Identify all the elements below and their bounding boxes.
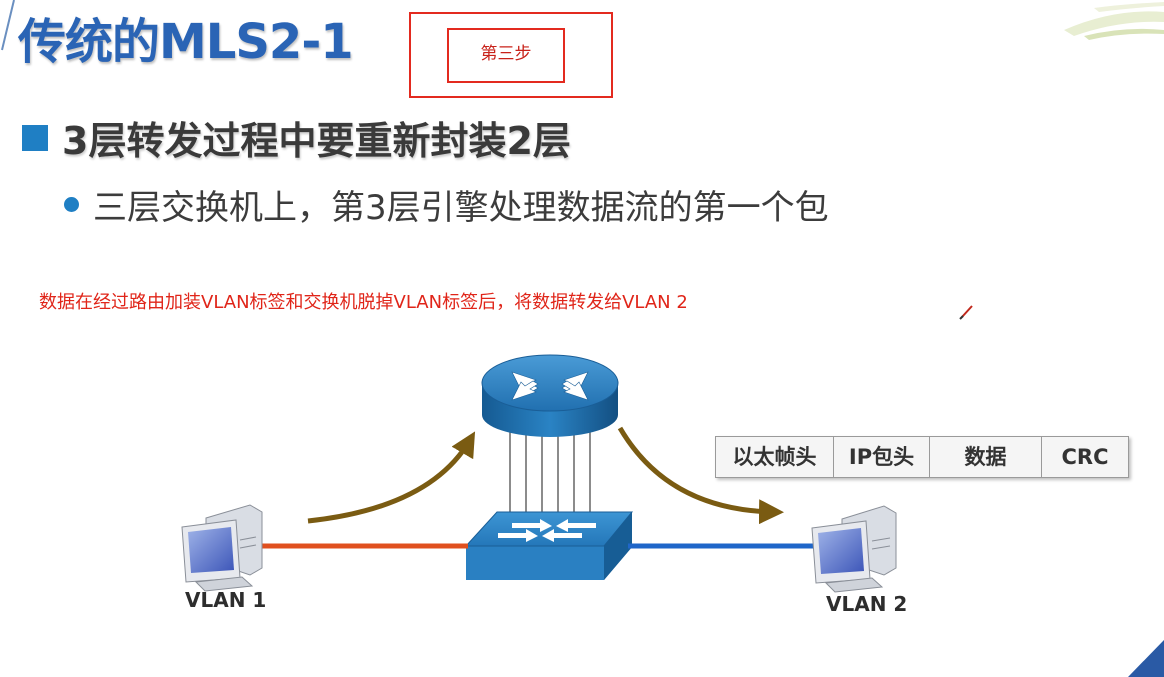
trunk-links <box>509 425 591 524</box>
bullet-main: 3层转发过程中要重新封装2层 <box>22 110 571 165</box>
pc-left-icon <box>181 504 263 592</box>
vlan2-label: VLAN 2 <box>826 592 908 616</box>
switch-icon <box>464 511 634 580</box>
pen-cursor-icon <box>959 305 973 320</box>
frame-structure: 以太帧头 IP包头 数据 CRC <box>715 436 1129 478</box>
step-label: 第三步 <box>447 28 565 83</box>
annotation-text: 数据在经过路由加装VLAN标签和交换机脱掉VLAN标签后，将数据转发给VLAN … <box>39 292 688 313</box>
frame-cell-data: 数据 <box>930 437 1042 477</box>
router-icon <box>481 354 619 437</box>
pc-right-icon <box>811 505 897 593</box>
step-highlight-box <box>409 12 613 98</box>
round-bullet-icon <box>64 197 79 212</box>
bottom-right-corner-decoration <box>1128 640 1164 677</box>
corner-slash-decoration <box>1 0 15 51</box>
square-bullet-icon <box>22 124 48 151</box>
downward-flow-arrow <box>617 426 784 525</box>
frame-cell-ip-header: IP包头 <box>834 437 930 477</box>
top-right-swoosh-decoration <box>1064 2 1164 40</box>
frame-cell-crc: CRC <box>1061 445 1109 469</box>
frame-cell-ethernet-header: 以太帧头 <box>716 437 834 477</box>
bullet-sub-text: 三层交换机上，第3层引擎处理数据流的第一个包 <box>93 188 829 228</box>
vlan1-label: VLAN 1 <box>185 588 267 612</box>
bullet-sub: 三层交换机上，第3层引擎处理数据流的第一个包 <box>64 180 829 229</box>
bullet-main-text: 3层转发过程中要重新封装2层 <box>62 119 571 163</box>
upward-flow-arrow <box>307 431 476 524</box>
slide-title: 传统的MLS2-1 <box>18 14 354 70</box>
